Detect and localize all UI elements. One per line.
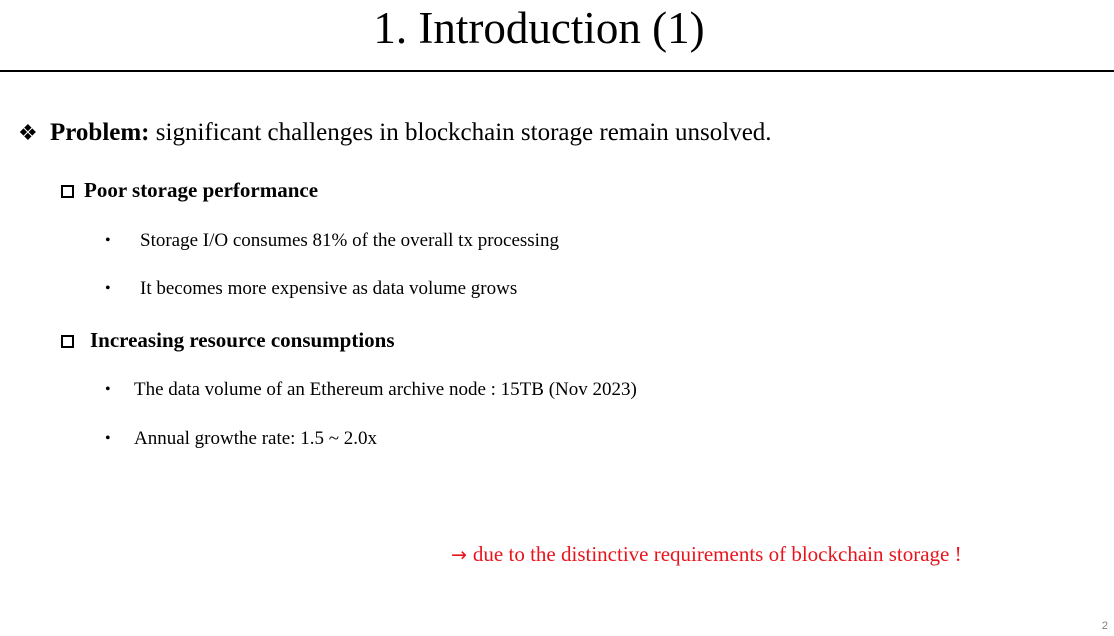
problem-label: Problem: [50, 119, 150, 146]
arrow-right-icon: → [451, 544, 467, 566]
checkbox-square-icon [61, 335, 74, 348]
list-item-text: Storage I/O consumes 81% of the overall … [140, 230, 559, 251]
list-item-text: Annual growthe rate: 1.5 ~ 2.0x [134, 428, 377, 449]
slide-title: 1. Introduction (1) [373, 3, 705, 53]
checkbox-square-icon [61, 185, 74, 198]
section-heading-resource-consumptions: Increasing resource consumptions [61, 326, 395, 354]
diamond-bullet-icon: ❖ [18, 120, 38, 145]
page-number: 2 [1101, 620, 1108, 632]
list-item-text: It becomes more expensive as data volume… [140, 278, 518, 299]
bullet-dot-icon: • [105, 280, 111, 297]
conclusion-text: due to the distinctive requirements of b… [472, 542, 962, 566]
title-divider [0, 70, 1114, 72]
bullet-dot-icon: • [105, 232, 111, 249]
section-heading-text: Increasing resource consumptions [90, 328, 395, 352]
bullet-dot-icon: • [105, 430, 111, 447]
conclusion-callout: →due to the distinctive requirements of … [451, 540, 962, 569]
section-heading-storage-performance: Poor storage performance [61, 176, 318, 204]
list-item: • The data volume of an Ethereum archive… [105, 377, 637, 403]
problem-text: significant challenges in blockchain sto… [149, 119, 772, 146]
problem-statement: ❖ Problem: significant challenges in bloc… [18, 117, 772, 149]
list-item: • It becomes more expensive as data volu… [105, 276, 517, 302]
list-item: • Annual growthe rate: 1.5 ~ 2.0x [105, 426, 377, 452]
list-item: • Storage I/O consumes 81% of the overal… [105, 228, 559, 254]
section-heading-text: Poor storage performance [84, 178, 319, 202]
bullet-dot-icon: • [105, 381, 111, 398]
list-item-text: The data volume of an Ethereum archive n… [134, 379, 637, 400]
